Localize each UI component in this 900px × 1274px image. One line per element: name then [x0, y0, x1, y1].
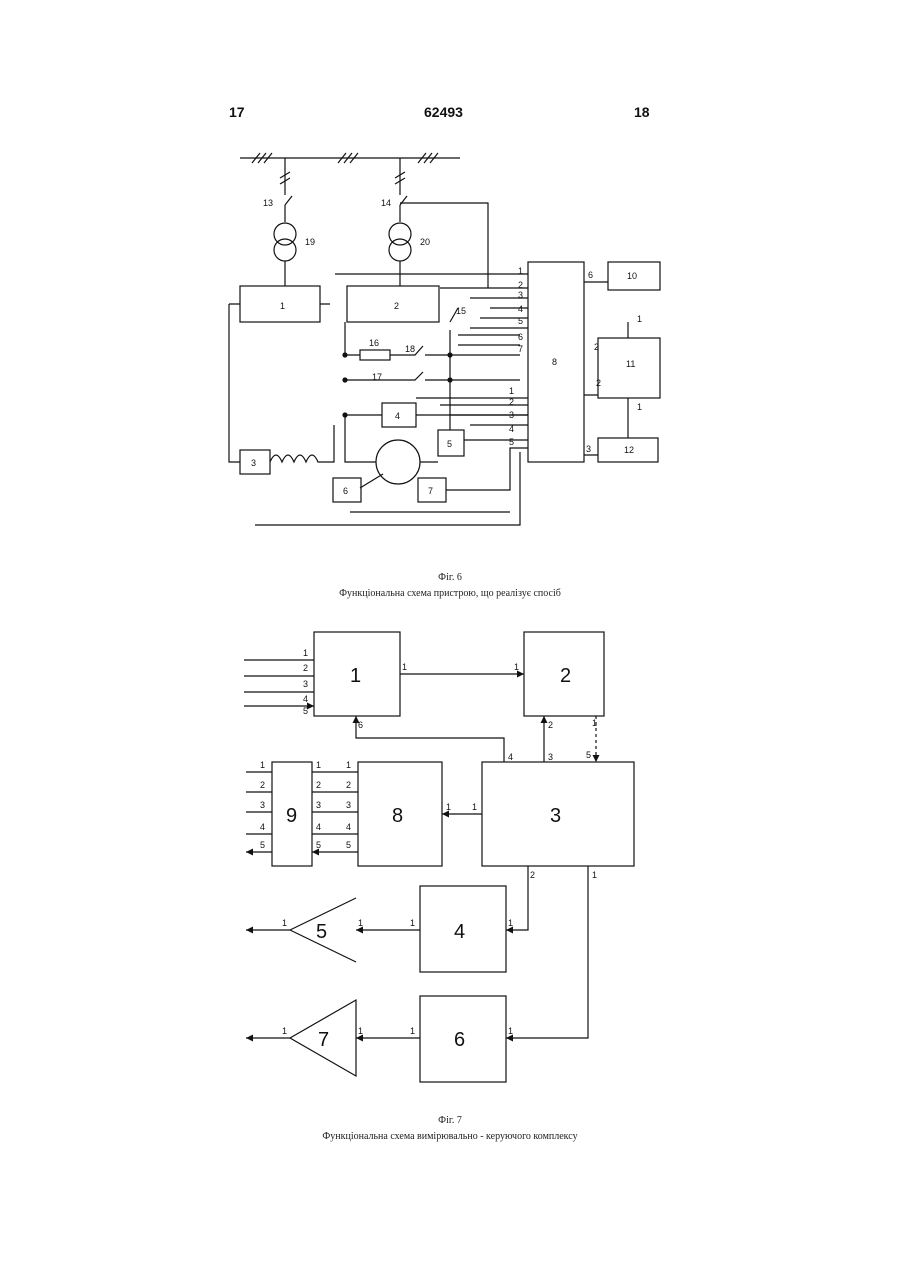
port-b3-4: 4: [508, 752, 513, 762]
port-b8-o4: 4: [346, 822, 351, 832]
label-b2: 2: [560, 665, 571, 687]
port-8-i1: 1: [509, 386, 514, 396]
port-b3-2: 2: [530, 870, 535, 880]
port-b5-in: 1: [358, 918, 363, 928]
label-b4: 4: [454, 921, 465, 943]
port-b8-o3: 3: [346, 800, 351, 810]
port-8-r2: 2: [518, 280, 523, 290]
label-15: 15: [456, 306, 466, 316]
port-b1-in3: 3: [303, 679, 308, 689]
label-19: 19: [305, 237, 315, 247]
label-block-6: 6: [343, 486, 348, 496]
port-b9-i1: 1: [316, 760, 321, 770]
port-b1-out: 1: [402, 662, 407, 672]
label-b7: 7: [318, 1029, 329, 1051]
port-b1-in5: 5: [303, 706, 308, 716]
label-block-3: 3: [251, 458, 256, 468]
label-b1: 1: [350, 665, 361, 687]
port-b8-o2: 2: [346, 780, 351, 790]
label-block-5: 5: [447, 439, 452, 449]
label-18: 18: [405, 344, 415, 354]
label-block-10: 10: [627, 271, 637, 281]
label-block-8: 8: [552, 357, 557, 367]
label-14: 14: [381, 198, 391, 208]
port-b4-in: 1: [508, 918, 513, 928]
port-8-2: 2: [596, 378, 601, 388]
port-8-i5: 5: [509, 437, 514, 447]
label-b5: 5: [316, 921, 327, 943]
label-block-1: 1: [280, 301, 285, 311]
label-block-11: 11: [626, 359, 635, 369]
port-8-6: 6: [588, 270, 593, 280]
port-b9-o2: 2: [260, 780, 265, 790]
port-b9-i4: 4: [316, 822, 321, 832]
port-b8-in: 1: [446, 802, 451, 812]
figure-6: [229, 153, 660, 525]
port-b1-in4: 4: [303, 694, 308, 704]
label-b6: 6: [454, 1029, 465, 1051]
port-11-2: 2: [594, 342, 599, 352]
port-8-i4: 4: [509, 424, 514, 434]
port-b6-out: 1: [410, 1026, 415, 1036]
port-8-r4: 4: [518, 304, 523, 314]
port-11-1: 1: [637, 314, 642, 324]
port-b5-out: 1: [282, 918, 287, 928]
port-8-i2: 2: [509, 397, 514, 407]
port-b9-i5: 5: [316, 840, 321, 850]
port-b9-o5: 5: [260, 840, 265, 850]
port-8-r3: 3: [518, 290, 523, 300]
port-b2-in2: 2: [548, 720, 553, 730]
port-8-r5: 5: [518, 316, 523, 326]
port-b4-out: 1: [410, 918, 415, 928]
figure-7-labels: 1 2 3 4 5 6 7 8 9 1 2 3 4 5 1 1 6 2 1 4 …: [260, 648, 597, 1051]
label-16: 16: [369, 338, 379, 348]
port-b9-o1: 1: [260, 760, 265, 770]
figure-7-caption: Функціональна схема вимірювально - керую…: [0, 1131, 900, 1142]
figure-7-label: Фіг. 7: [0, 1115, 900, 1126]
label-b9: 9: [286, 805, 297, 827]
port-b6-in: 1: [508, 1026, 513, 1036]
port-b8-o5: 5: [346, 840, 351, 850]
port-b2-in: 1: [514, 662, 519, 672]
port-b3-3: 3: [548, 752, 553, 762]
port-b7-out: 1: [282, 1026, 287, 1036]
label-block-4: 4: [395, 411, 400, 421]
port-8-r6: 6: [518, 332, 523, 342]
port-b7-in: 1: [358, 1026, 363, 1036]
port-b1-in1: 1: [303, 648, 308, 658]
port-b2-out: 1: [592, 718, 597, 728]
port-8-r1: 1: [518, 266, 523, 276]
label-b8: 8: [392, 805, 403, 827]
port-b1-in6: 6: [358, 720, 363, 730]
port-11-out: 1: [637, 402, 642, 412]
port-b9-o4: 4: [260, 822, 265, 832]
port-b3-5: 5: [586, 750, 591, 760]
label-block-12: 12: [624, 445, 634, 455]
port-b9-i3: 3: [316, 800, 321, 810]
port-b3-1: 1: [592, 870, 597, 880]
label-13: 13: [263, 198, 273, 208]
port-b9-o3: 3: [260, 800, 265, 810]
figure-6-label: Фіг. 6: [0, 572, 900, 583]
port-b3-out: 1: [472, 802, 477, 812]
port-b9-i2: 2: [316, 780, 321, 790]
label-b3: 3: [550, 805, 561, 827]
label-block-7: 7: [428, 486, 433, 496]
figure-6-labels: 13 14 19 20 1 2 3 4 5 6 7 8 10 11 12 15 …: [251, 198, 642, 496]
port-8-3: 3: [586, 444, 591, 454]
label-20: 20: [420, 237, 430, 247]
label-17: 17: [372, 372, 382, 382]
port-b8-o1: 1: [346, 760, 351, 770]
port-8-r7: 7: [518, 344, 523, 354]
figure-6-caption: Функціональна схема пристрою, що реалізу…: [0, 588, 900, 599]
label-block-2: 2: [394, 301, 399, 311]
port-8-i3: 3: [509, 410, 514, 420]
port-b1-in2: 2: [303, 663, 308, 673]
